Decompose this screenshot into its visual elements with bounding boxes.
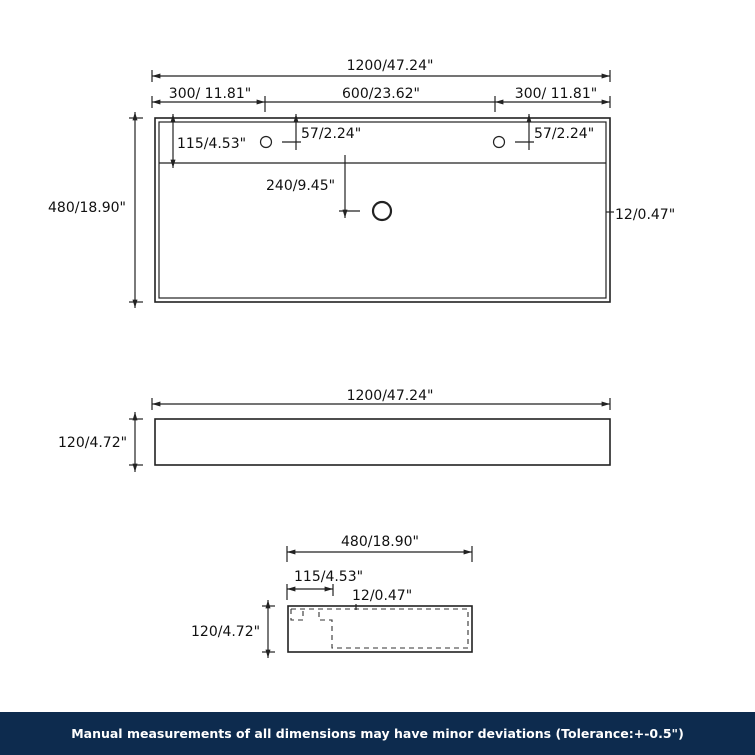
- front-outline: [154, 418, 611, 466]
- tolerance-note-banner: Manual measurements of all dimensions ma…: [0, 712, 755, 755]
- dim-deck-depth: 115/4.53": [177, 136, 246, 152]
- drawing-canvas: 1200/47.24" 300/ 11.81" 600/23.62" 300/ …: [48, 58, 675, 658]
- front-view: 1200/47.24" 120/4.72": [58, 388, 611, 472]
- dim-overall-width: 1200/47.24": [347, 58, 434, 74]
- side-view: 480/18.90" 115/4.53" 12/0.47" 120/4.72": [191, 534, 473, 658]
- dim-hole-offset-right: 57/2.24": [534, 126, 594, 142]
- side-outline: [287, 605, 473, 653]
- dim-front-width: 1200/47.24": [347, 388, 434, 404]
- dim-side-height: 120/4.72": [191, 624, 260, 640]
- dim-front-height: 120/4.72": [58, 435, 127, 451]
- tolerance-note: Manual measurements of all dimensions ma…: [71, 726, 684, 741]
- dim-side-wall: 12/0.47": [352, 588, 412, 604]
- dim-hole-offset-left: 57/2.24": [301, 126, 361, 142]
- dim-side-deck-depth: 115/4.53": [294, 569, 363, 585]
- faucet-hole-right: [492, 135, 506, 149]
- basin-hidden-line: [291, 608, 469, 649]
- basin-inner-edge: [158, 121, 607, 299]
- top-view: 1200/47.24" 300/ 11.81" 600/23.62" 300/ …: [48, 58, 675, 308]
- basin-outline: [154, 117, 611, 303]
- dim-wall-thickness: 12/0.47": [615, 207, 675, 223]
- dim-overall-depth: 480/18.90": [48, 200, 126, 216]
- dim-center-span: 600/23.62": [342, 86, 420, 102]
- faucet-hole-left: [259, 135, 273, 149]
- drain-hole: [371, 200, 393, 222]
- dim-right-offset: 300/ 11.81": [515, 86, 597, 102]
- dim-left-offset: 300/ 11.81": [169, 86, 251, 102]
- dim-side-depth: 480/18.90": [341, 534, 419, 550]
- dim-drain-offset: 240/9.45": [266, 178, 335, 194]
